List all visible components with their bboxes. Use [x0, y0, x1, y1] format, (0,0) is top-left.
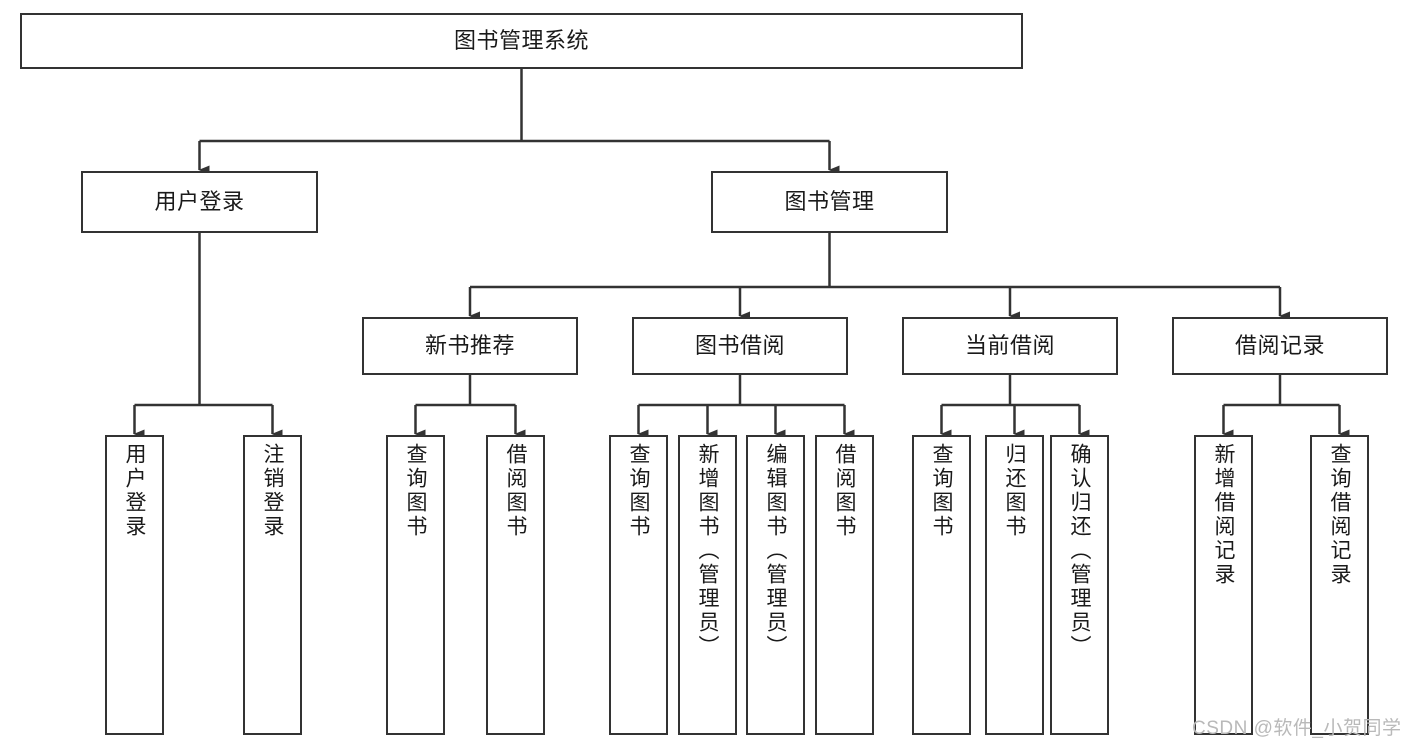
- node-book-management-label: 图书管理: [784, 189, 875, 215]
- node-leaf-confirm-return-label: 确认归还（管理员）: [1068, 443, 1091, 659]
- node-leaf-query-book-1-label: 查询图书: [404, 443, 427, 539]
- node-user-login-label: 用户登录: [154, 189, 245, 215]
- node-new-book-recommend-label: 新书推荐: [424, 333, 515, 359]
- node-leaf-add-book-label: 新增图书（管理员）: [696, 443, 719, 659]
- node-borrow-record-label: 借阅记录: [1234, 333, 1325, 359]
- watermark-csdn: CSDN @软件_小贺同学: [1192, 718, 1402, 739]
- node-new-book-recommend[interactable]: 新书推荐: [362, 317, 578, 375]
- node-leaf-borrow-book-1-label: 借阅图书: [504, 443, 527, 539]
- node-leaf-add-book[interactable]: 新增图书（管理员）: [678, 435, 737, 735]
- node-leaf-edit-book-label: 编辑图书（管理员）: [764, 443, 787, 659]
- node-leaf-query-book-2[interactable]: 查询图书: [609, 435, 668, 735]
- node-leaf-borrow-book-2-label: 借阅图书: [833, 443, 856, 539]
- node-leaf-confirm-return[interactable]: 确认归还（管理员）: [1050, 435, 1109, 735]
- node-leaf-borrow-book-2[interactable]: 借阅图书: [815, 435, 874, 735]
- node-leaf-borrow-book-1[interactable]: 借阅图书: [486, 435, 545, 735]
- node-leaf-user-logout[interactable]: 注销登录: [243, 435, 302, 735]
- node-leaf-user-login[interactable]: 用户登录: [105, 435, 164, 735]
- node-leaf-edit-book[interactable]: 编辑图书（管理员）: [746, 435, 805, 735]
- node-leaf-query-book-3[interactable]: 查询图书: [912, 435, 971, 735]
- node-leaf-query-book-2-label: 查询图书: [627, 443, 650, 539]
- node-leaf-return-book[interactable]: 归还图书: [985, 435, 1044, 735]
- node-book-borrow-label: 图书借阅: [694, 333, 785, 359]
- node-leaf-query-book-3-label: 查询图书: [930, 443, 953, 539]
- node-current-borrow[interactable]: 当前借阅: [902, 317, 1118, 375]
- node-leaf-user-login-label: 用户登录: [123, 443, 146, 539]
- node-leaf-query-book-1[interactable]: 查询图书: [386, 435, 445, 735]
- node-root[interactable]: 图书管理系统: [20, 13, 1023, 69]
- node-leaf-query-record[interactable]: 查询借阅记录: [1310, 435, 1369, 735]
- node-book-borrow[interactable]: 图书借阅: [632, 317, 848, 375]
- node-leaf-query-record-label: 查询借阅记录: [1328, 443, 1351, 587]
- node-leaf-return-book-label: 归还图书: [1003, 443, 1026, 539]
- node-borrow-record[interactable]: 借阅记录: [1172, 317, 1388, 375]
- node-book-management[interactable]: 图书管理: [711, 171, 948, 233]
- node-user-login[interactable]: 用户登录: [81, 171, 318, 233]
- node-leaf-add-record-label: 新增借阅记录: [1212, 443, 1235, 587]
- node-leaf-add-record[interactable]: 新增借阅记录: [1194, 435, 1253, 735]
- node-root-label: 图书管理系统: [453, 28, 589, 54]
- node-current-borrow-label: 当前借阅: [964, 333, 1055, 359]
- node-leaf-user-logout-label: 注销登录: [261, 443, 284, 539]
